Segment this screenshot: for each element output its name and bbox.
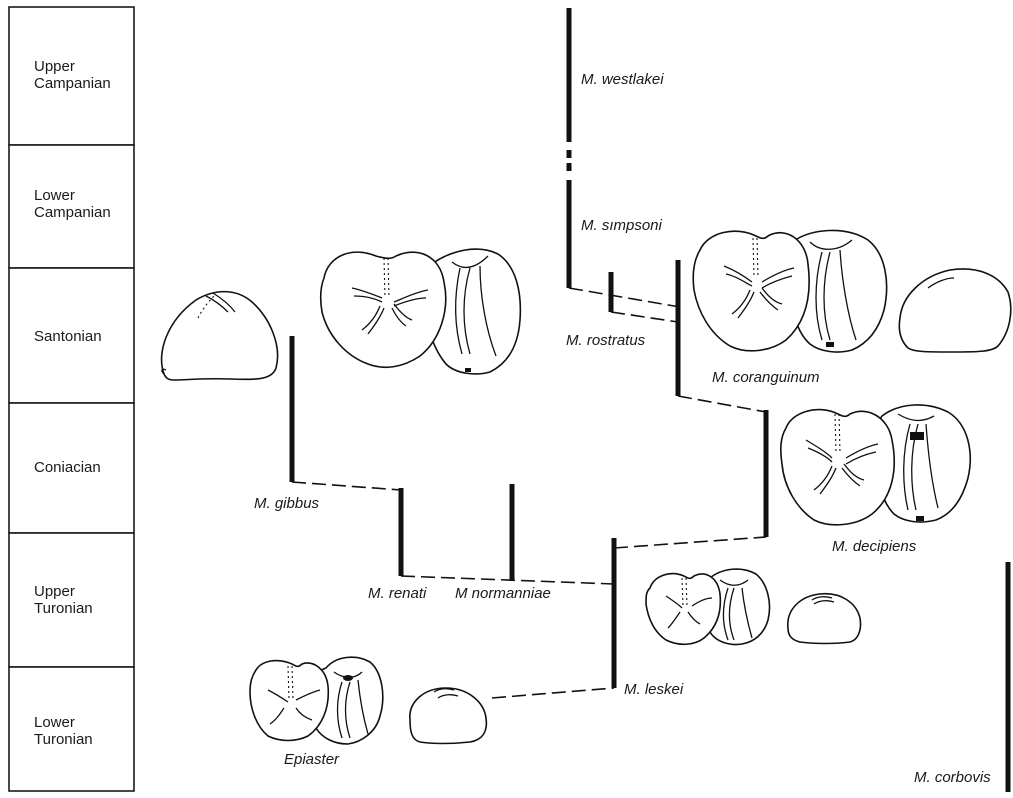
phylogeny-links — [291, 287, 767, 699]
stage-label-coniacian: Coniacian — [34, 459, 101, 476]
taxon-label-renati: M. renati — [368, 585, 427, 602]
link-rostratus-coranguinum — [610, 311, 679, 323]
echinoid-side-profile-santonian — [160, 290, 279, 381]
stage-label-upper-turonian: Upper Turonian — [34, 583, 93, 617]
link-leskei-decipiens — [613, 536, 767, 549]
echinoid-views-coranguinum — [692, 229, 888, 353]
taxon-label-rostratus: M. rostratus — [566, 332, 646, 349]
echinoid-side-profile-coranguinum — [898, 268, 1012, 353]
taxon-label-decipiens: M. decipiens — [832, 538, 917, 555]
link-epiaster-leskei — [491, 687, 615, 699]
stage-column: Upper Campanian Lower Campanian Santonia… — [8, 6, 135, 792]
taxon-label-normanniae: M normanniae — [455, 585, 551, 602]
stage-label-lower-turonian: Lower Turonian — [34, 714, 93, 748]
stage-box-santonian — [8, 267, 135, 404]
taxon-label-westlakei: M. westlakei — [581, 71, 664, 88]
link-simpsoni-coranguinum — [568, 287, 681, 308]
stage-box-lower-turonian — [8, 666, 135, 792]
stage-box-lower-campanian — [8, 144, 135, 269]
stage-box-upper-campanian — [8, 6, 135, 146]
echinoid-views-decipiens — [780, 404, 971, 526]
taxon-label-coranguinum: M. coranguinum — [712, 369, 820, 386]
stage-label-santonian: Santonian — [34, 328, 102, 345]
stage-label-lower-campanian: Lower Campanian — [34, 187, 111, 221]
taxon-label-leskei: M. leskei — [624, 681, 684, 698]
taxon-label-corbovis: M. corbovis — [914, 769, 991, 786]
range-bars — [289, 8, 1011, 792]
taxon-label-simpsoni: M. sımpsoni — [581, 217, 663, 234]
echinoid-side-profile-leskei — [787, 593, 862, 645]
echinoid-views-epiaster — [249, 656, 384, 745]
link-renati-leskei — [400, 575, 615, 585]
taxon-label-gibbus: M. gibbus — [254, 495, 320, 512]
echinoid-side-profile-epiaster — [409, 687, 488, 745]
stage-box-coniacian — [8, 402, 135, 534]
taxon-label-epiaster: Epiaster — [284, 751, 340, 768]
taxon-labels: M. westlakei M. sımpsoni M. rostratus M.… — [254, 71, 991, 786]
link-gibbus-renati — [291, 481, 402, 491]
echinoid-views-santonian-center — [319, 248, 522, 375]
stage-box-upper-turonian — [8, 532, 135, 668]
stage-label-upper-campanian: Upper Campanian — [34, 58, 111, 92]
echinoid-views-leskei — [645, 568, 771, 646]
link-coranguinum-decipiens — [677, 395, 767, 413]
